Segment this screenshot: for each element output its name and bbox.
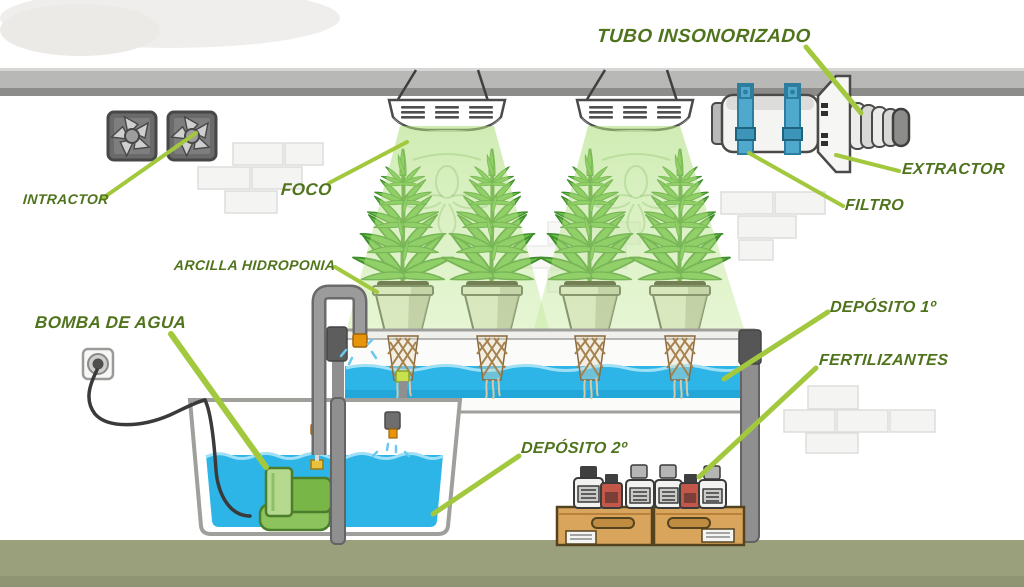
leader-line-fertilizantes [696,365,819,480]
leader-line-foco [327,140,409,185]
insulated-duct-icon [849,102,911,150]
leader-line-bomba [168,331,269,470]
label-filtro: FILTRO [844,197,905,214]
wall-smudge [0,0,340,56]
label-bomba-de-agua: BOMBA DE AGUA [34,313,187,332]
carbon-filter-icon [711,93,820,154]
label-intractor: INTRACTOR [22,191,110,207]
leader-line-intractor [101,131,198,200]
ground [0,540,1024,587]
cardboard-box [555,505,654,547]
drain-pipe [330,397,346,545]
pump-cable [87,368,252,518]
label-fertilizantes: FERTILIZANTES [818,352,949,369]
light-cone [523,126,757,370]
intake-fan-icon [106,110,158,162]
label-deposito-2: DEPÓSITO 2º [520,440,628,457]
label-foco: FOCO [280,180,333,199]
leader-line-tubo-insonorizado [803,44,864,116]
standpipe [326,326,348,406]
drip-outlet [371,411,411,458]
label-arcilla: ARCILLA HIDROPONIA [173,257,337,273]
light-cone [336,126,560,370]
leader-line-deposito-2 [430,453,522,517]
grow-lamp-icon [395,69,490,102]
brick-wall-right [720,191,826,261]
leader-line-deposito-1 [721,309,831,382]
reservoir-leg [738,329,762,543]
label-tubo-insonorizado: TUBO INSONORIZADO [596,26,812,47]
cardboard-box [652,505,746,547]
power-outlet-icon [81,347,115,381]
leader-line-filtro [747,151,845,208]
duct-strap-icon [735,83,803,155]
grow-lamp-icon [584,69,679,102]
extractor-fan-icon [816,74,852,174]
upper-reservoir [336,328,760,415]
ceiling [0,68,1024,96]
leader-line-arcilla [333,265,379,294]
label-deposito-1: DEPÓSITO 1º [829,299,937,316]
fertilizer-bottles [573,464,727,509]
label-extractor: EXTRACTOR [901,161,1006,178]
brick-wall-top-left [197,142,324,214]
riser-pipe [311,284,378,455]
leader-line-extractor [834,153,901,173]
brick-wall-lower-right [783,385,936,454]
